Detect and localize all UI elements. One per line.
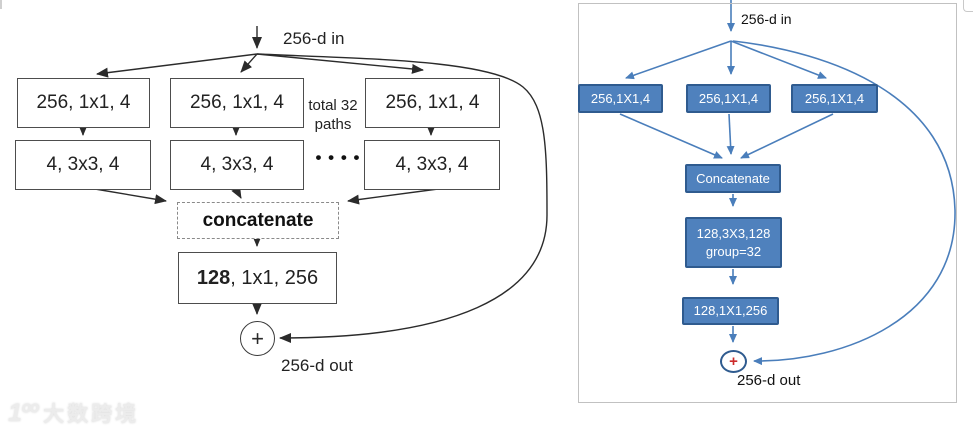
left-conv3x3-label-2: 4, 3x3, 4: [200, 154, 274, 175]
left-total-paths-note: total 32 paths: [301, 97, 365, 135]
left-conv1x1-label-1: 256, 1x1, 4: [36, 92, 131, 113]
right-concat-in-arrow-2: [726, 113, 735, 155]
left-fanout-arrow-2: [240, 53, 258, 73]
watermark-logo: 1ºº: [8, 398, 38, 427]
left-conv3x3-box-2: 4, 3x3, 4: [170, 140, 304, 190]
right-plus-sign: +: [729, 353, 738, 370]
left-total-paths-line2: paths: [314, 115, 352, 133]
edge-artifact: [0, 0, 2, 9]
left-concatenate-label: concatenate: [202, 209, 314, 231]
left-output-label: 256-d out: [281, 356, 353, 375]
right-input-label: 256-d in: [741, 11, 792, 27]
left-conv3x3-label-3: 4, 3x3, 4: [395, 154, 469, 175]
ellipsis-dots: • • • •: [315, 148, 361, 167]
right-grouped-conv-box: 128,3X3,128 group=32: [685, 217, 782, 268]
left-total-paths-line1: total 32: [308, 97, 358, 114]
left-conv3x3-label-1: 4, 3x3, 4: [46, 154, 120, 175]
right-grouped-conv-line2: group=32: [705, 243, 762, 259]
right-conv1x1-box-1: 256,1X1,4: [578, 84, 663, 113]
right-fanout-arrow-3: [730, 40, 827, 79]
right-plus-circle: +: [720, 350, 747, 373]
corner-artifact: [963, 0, 973, 12]
left-plus-circle: +: [240, 321, 275, 356]
right-conv1x1-label-2: 256,1X1,4: [698, 90, 759, 106]
right-conv1x1-box-3: 256,1X1,4: [791, 84, 878, 113]
right-concatenate-box: Concatenate: [685, 164, 781, 193]
watermark-brand-text: 大数跨境: [43, 403, 140, 426]
left-plus-sign: +: [251, 325, 264, 351]
left-concat-in-arrow-2: [231, 185, 242, 199]
right-fanout-arrow-1: [625, 40, 732, 80]
left-conv1x1-label-2: 256, 1x1, 4: [189, 92, 285, 113]
right-output-label: 256-d out: [737, 372, 801, 389]
left-conv1x1-box-3: 256, 1x1, 4: [365, 78, 500, 128]
left-conv3x3-box-1: 4, 3x3, 4: [15, 140, 151, 190]
left-conv1x1-label-3: 256, 1x1, 4: [385, 92, 480, 113]
left-concat-in-arrow-3: [347, 188, 439, 205]
left-conv1x1-box-2: 256, 1x1, 4: [170, 78, 304, 128]
right-skip-connection-curve: [732, 40, 956, 366]
right-conv1x1-label-3: 256,1X1,4: [804, 90, 865, 106]
left-fuse-conv-box: 128, 1x1, 256: [178, 252, 337, 304]
left-skip-connection-curve: [256, 53, 548, 343]
left-fanout-arrow-3: [256, 53, 424, 74]
right-conv1x1-label-1: 256,1X1,4: [590, 90, 651, 106]
left-fanout-arrow-1: [96, 53, 258, 78]
right-grouped-conv-line1: 128,3X3,128: [696, 225, 771, 241]
right-reduce-conv-label: 128,1X1,256: [693, 303, 768, 319]
left-conv1x1-box-1: 256, 1x1, 4: [17, 78, 150, 128]
left-conv3x3-box-3: 4, 3x3, 4: [364, 140, 500, 190]
left-concat-in-arrow-1: [94, 188, 167, 205]
right-reduce-conv-box: 128,1X1,256: [682, 297, 779, 325]
left-fuse-rest-part: , 1x1, 256: [230, 266, 319, 289]
right-concat-in-arrow-1: [619, 113, 723, 159]
watermark: 1ºº 大数跨境: [8, 398, 139, 428]
left-concatenate-box: concatenate: [177, 202, 339, 239]
right-diagram-frame: [578, 3, 957, 403]
left-fuse-bold-part: 128: [196, 266, 231, 289]
right-conv1x1-box-2: 256,1X1,4: [686, 84, 771, 113]
left-input-label: 256-d in: [283, 29, 345, 48]
right-concatenate-label: Concatenate: [696, 170, 770, 186]
right-concat-in-arrow-3: [740, 113, 834, 159]
